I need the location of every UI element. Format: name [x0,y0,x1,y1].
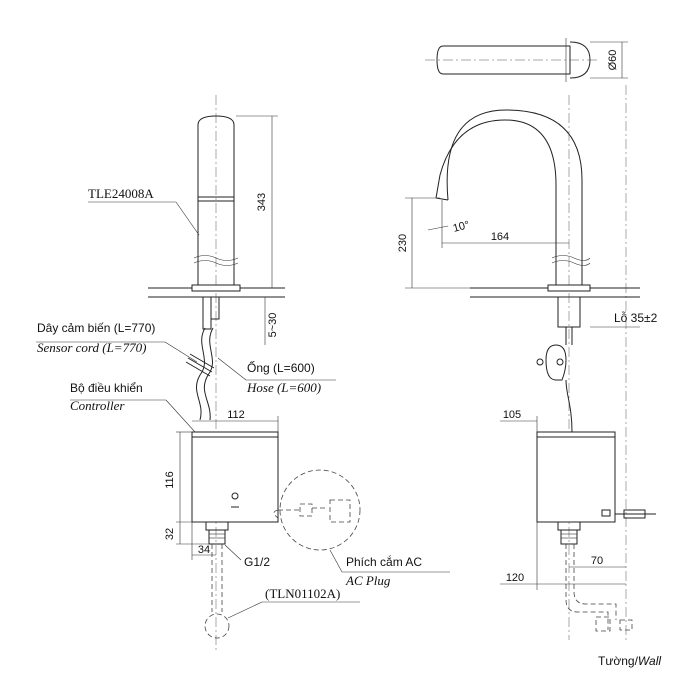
valve-model-label: (TLN01102A) [265,586,340,601]
wall-valve [595,616,611,632]
dim-angle: 10° [452,219,471,235]
side-inlet-pipe [565,544,617,630]
dim-5-30: 5~30 [267,313,279,338]
valve-circle [204,613,230,639]
spout-outer [435,119,557,288]
cord-connector [185,353,215,377]
side-view: Ø60 Lỗ 35±2 230 164 10° [397,38,661,668]
side-shank [557,296,581,328]
side-base-flange [547,284,591,292]
hose-coupling [545,344,567,381]
faucet-column [197,115,235,289]
spout-outlet [435,197,449,201]
controller-label: Bộ điều khiển [70,381,143,395]
ac-plug-detail [279,469,361,551]
bottom-fitting [205,521,229,531]
model-label: TLE24008A [88,186,154,201]
controller-label-en: Controller [70,398,125,413]
dim-116: 116 [164,471,176,489]
dim-112: 112 [227,409,245,421]
base-flange [191,284,241,292]
spout-top-view [436,45,571,75]
dim-105: 105 [503,409,521,421]
inlet-pipe [211,544,223,612]
dim-230: 230 [397,234,409,252]
dim-32: 32 [164,528,176,540]
front-view: 343 5~30 112 116 32 34 TLE24008A Dây cảm… [36,95,450,650]
controller-box [191,431,279,523]
sensor-cord-label-en: Sensor cord (L=770) [37,340,146,355]
wall-label: Tường/Wall [598,654,661,668]
dim-diameter: Ø60 [607,50,619,71]
dim-343: 343 [256,193,268,211]
thread-label: G1/2 [244,555,270,569]
hose-label-en: Hose (L=600) [246,380,321,395]
sensor-cord-label: Dây cảm biến (L=770) [37,321,155,335]
dim-70: 70 [591,555,603,567]
shank [202,296,212,330]
hole-label: Lỗ 35±2 [614,310,658,325]
hose-label: Ống (L=600) [247,360,315,375]
ac-plug-label: Phích cắm AC [346,554,422,569]
ac-plug-label-en: AC Plug [345,573,391,588]
side-ac-plug [623,509,646,519]
spout-inner [446,109,583,288]
controller-indicator [231,492,239,500]
dim-164: 164 [491,231,509,243]
dim-34: 34 [198,544,210,556]
side-controller-box [536,431,616,523]
dim-120: 120 [506,572,524,584]
sensor-cord [195,327,206,421]
